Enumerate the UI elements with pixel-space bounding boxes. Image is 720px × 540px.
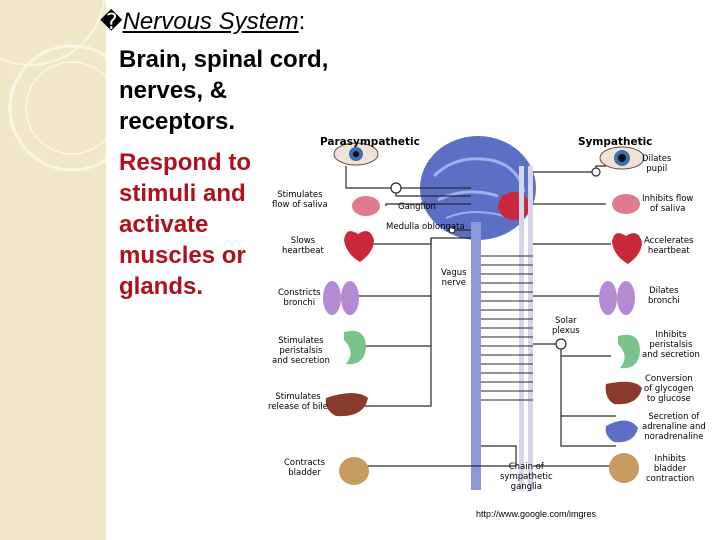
function-line: glands. (119, 273, 204, 300)
adrenal-gland-icon (605, 420, 638, 443)
heart-icon (612, 233, 642, 264)
spinal-cord-icon (471, 222, 481, 490)
decorative-sidebar (0, 0, 106, 540)
lungs-icon (323, 281, 359, 315)
slide-text: �Nervous System: Brain, spinal cord, ner… (100, 8, 380, 300)
title-colon: : (298, 8, 306, 35)
liver-icon (325, 393, 368, 417)
definition-line: Brain, spinal cord, (119, 46, 329, 73)
stomach-icon (344, 330, 366, 365)
bladder-icon (609, 453, 639, 483)
definition-line: nerves, & (119, 77, 228, 104)
definition-text: Brain, spinal cord, nerves, & receptors. (119, 44, 379, 137)
diagram-artwork (323, 136, 645, 491)
function-line: stimuli and (119, 180, 246, 207)
medulla-label: Medulla oblongata (386, 222, 465, 232)
liver-icon (605, 381, 642, 405)
salivary-gland-icon (352, 196, 380, 216)
image-source-credit: http://www.google.com/imgres (476, 509, 597, 519)
parasympathetic-heading: Parasympathetic (320, 136, 420, 148)
sympathetic-heading: Sympathetic (578, 136, 653, 148)
salivary-gland-icon (612, 194, 640, 214)
eye-icon (333, 142, 379, 166)
function-line: muscles or (119, 242, 246, 269)
slide-title-line: �Nervous System: (100, 8, 380, 36)
bladder-icon (339, 457, 369, 485)
stomach-icon (618, 334, 640, 369)
eye-icon (599, 146, 645, 170)
function-line: activate (119, 211, 209, 238)
autonomic-nervous-system-diagram: Parasympathetic Sympathetic Ganglion Med… (266, 126, 716, 501)
ganglion-label: Ganglion (398, 202, 436, 212)
definition-line: receptors. (119, 108, 236, 135)
lungs-icon (599, 281, 635, 315)
slide-title: Nervous System (122, 8, 299, 35)
bullet-glyph: � (100, 10, 123, 35)
function-text: Respond to stimuli and activate muscles … (119, 147, 289, 302)
function-line: Respond to (119, 149, 251, 176)
heart-icon (344, 231, 374, 262)
